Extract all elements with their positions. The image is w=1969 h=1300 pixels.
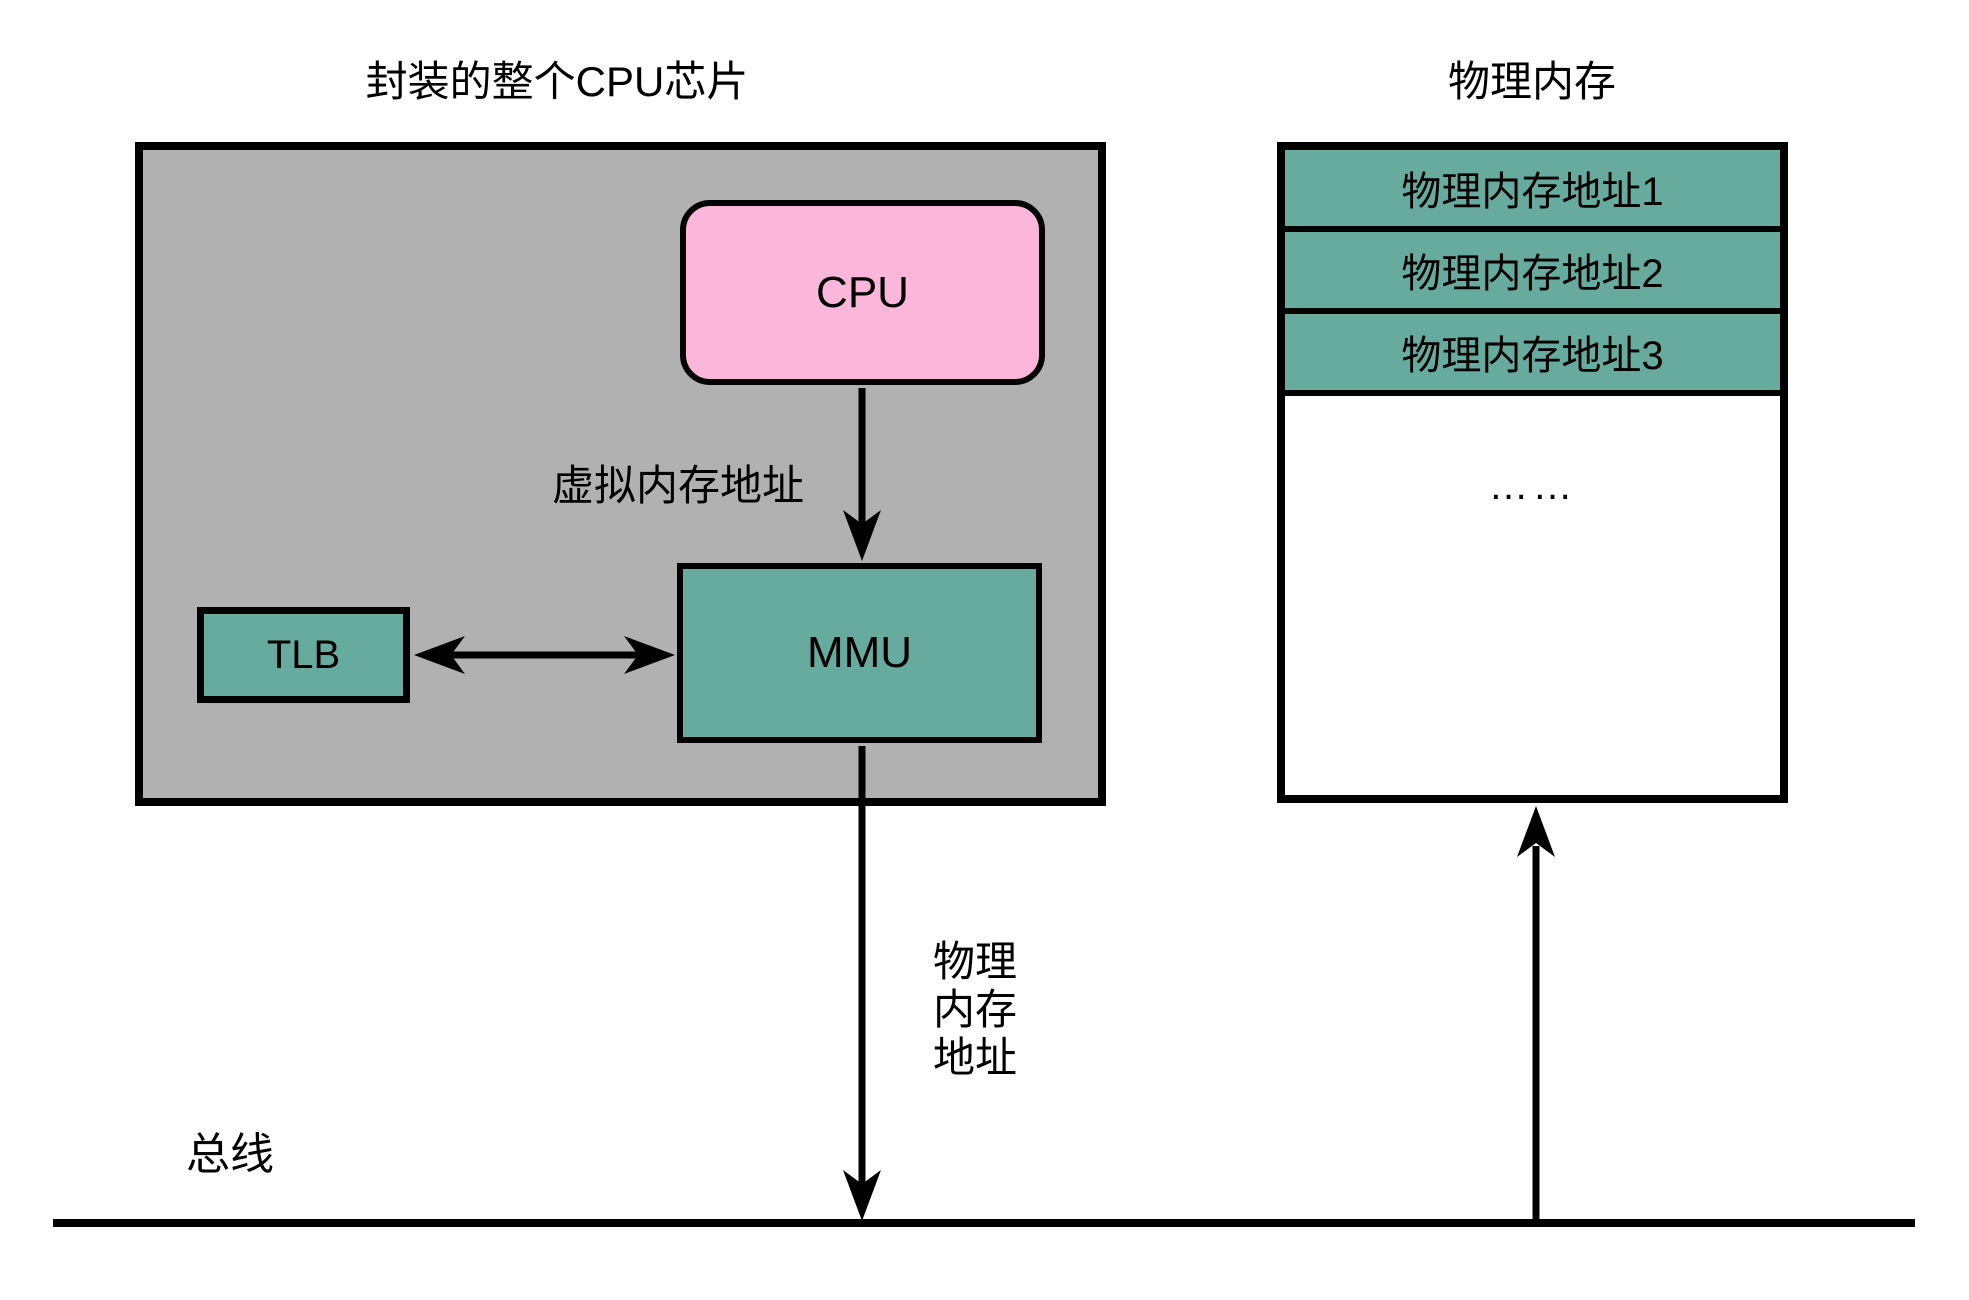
memory-row: 物理内存地址1 [1285, 150, 1780, 232]
tlb-block: TLB [197, 607, 410, 703]
bus-label: 总线 [186, 1130, 274, 1179]
memory-row: 物理内存地址3 [1285, 314, 1780, 396]
cpu-block: CPU [680, 200, 1045, 385]
memory-ellipsis: …… [1488, 464, 1577, 508]
physical-address-label-line: 地址 [933, 1034, 1018, 1081]
mmu-block-label: MMU [806, 628, 913, 677]
memory-row: 物理内存地址2 [1285, 232, 1780, 314]
physical-memory-block: 物理内存地址1 物理内存地址2 物理内存地址3 …… [1277, 142, 1788, 803]
arrow-bus-to-memory [1517, 806, 1555, 1221]
chip-title: 封装的整个CPU芯片 [365, 58, 749, 105]
virtual-address-label: 虚拟内存地址 [552, 462, 805, 509]
cpu-block-label: CPU [816, 267, 909, 317]
tlb-block-label: TLB [266, 632, 341, 677]
physical-address-label-line: 内存 [933, 986, 1018, 1033]
arrow-mmu-to-bus [843, 746, 881, 1221]
mmu-block: MMU [677, 563, 1042, 743]
physical-address-label: 物理 内存 地址 [933, 938, 1017, 1082]
physical-address-label-line: 物理 [933, 938, 1018, 985]
memory-title: 物理内存 [1447, 58, 1616, 105]
